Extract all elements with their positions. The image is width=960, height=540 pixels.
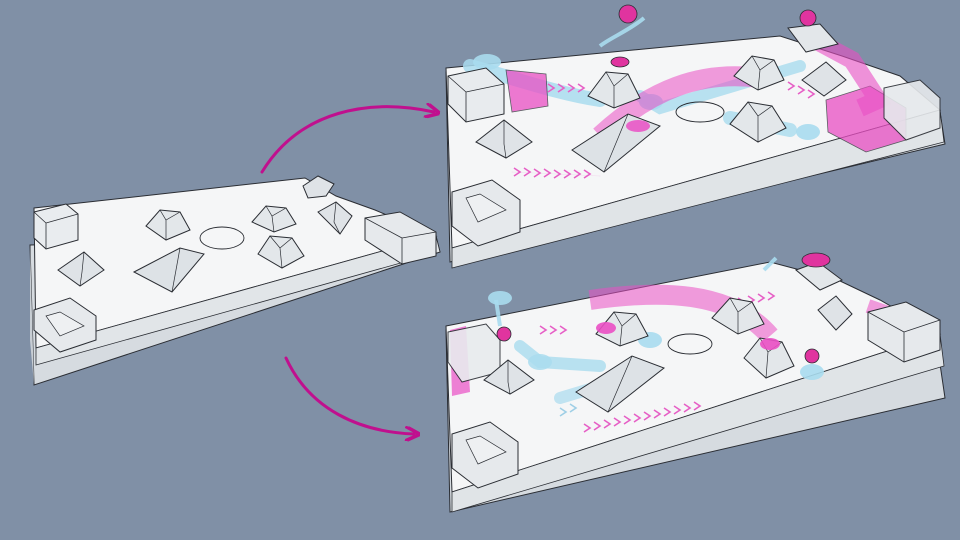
chevron-trail-icon — [511, 171, 601, 177]
ramp — [132, 247, 205, 293]
chevron-trail-icon — [513, 81, 816, 179]
chevron-trail-icon — [559, 403, 578, 417]
curved-arrow-icon — [260, 107, 434, 174]
truncated-pyramid-3 — [257, 235, 305, 269]
pyramid-left — [57, 251, 105, 287]
pyramid-back-right — [302, 175, 335, 199]
truncated-pyramid-2 — [251, 205, 297, 233]
variant-a-platform — [445, 4, 946, 269]
pyramid-right — [317, 201, 353, 235]
corner-block-front-left — [33, 297, 97, 353]
chevron-trail-icon — [539, 291, 776, 433]
corner-block-back-left — [33, 203, 79, 250]
curved-arrow-icon — [284, 356, 414, 434]
variant-b-platform — [445, 252, 946, 513]
truncated-pyramid-1 — [145, 209, 191, 241]
base-platform — [29, 175, 441, 386]
corner-block-right — [364, 211, 437, 265]
